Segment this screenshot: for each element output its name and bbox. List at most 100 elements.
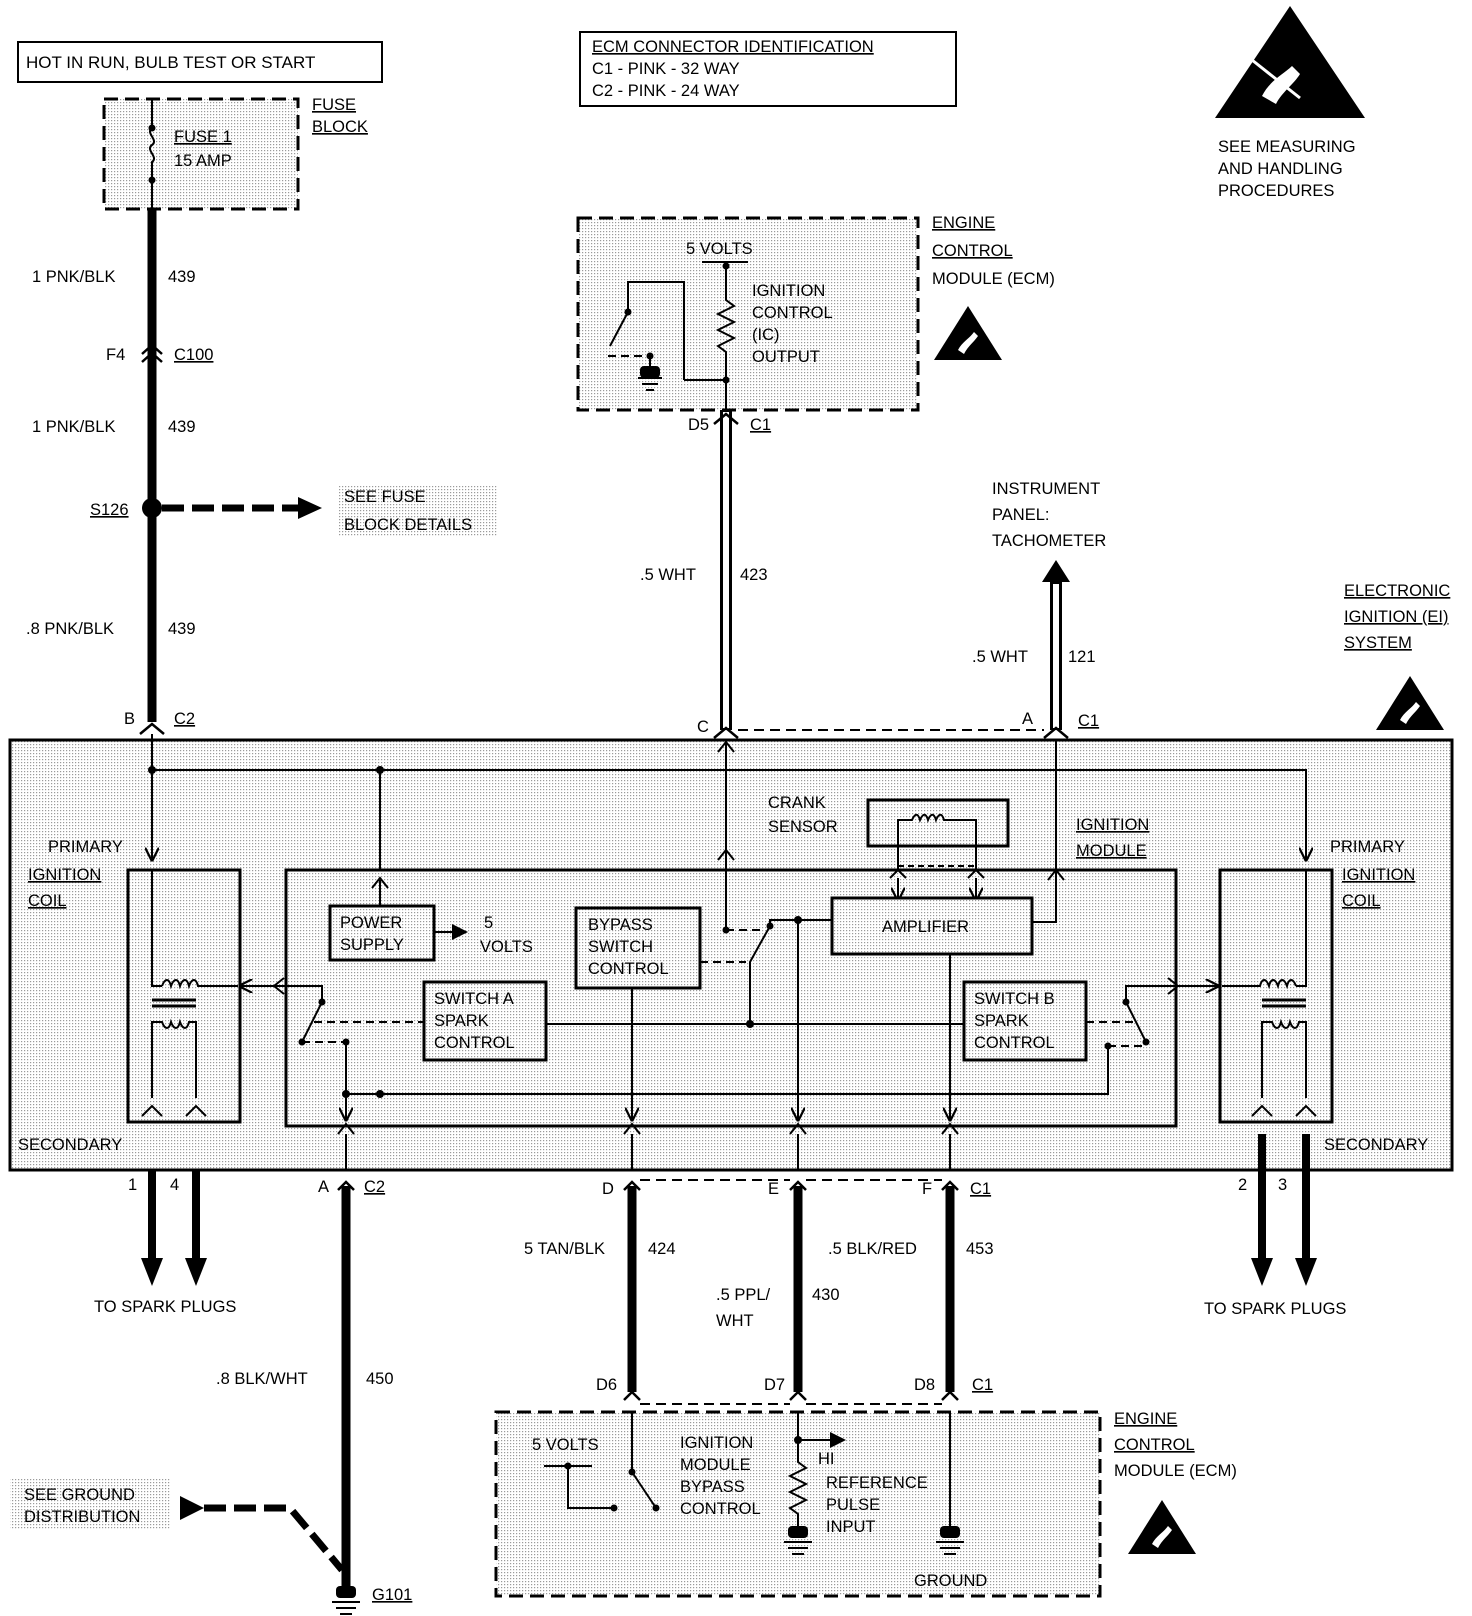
wire-423-number: 423 — [740, 566, 768, 584]
five-volts-2: VOLTS — [480, 938, 533, 956]
splice-ref-1: SEE FUSE — [344, 488, 426, 506]
crank-sensor-box — [866, 798, 1010, 848]
ei-label-1: ELECTRONIC — [1344, 582, 1450, 600]
switch-b-box — [962, 980, 1088, 1062]
splice-label: S126 — [90, 501, 129, 519]
ecm-top-pin-d5: D5 — [688, 416, 709, 434]
ecm-bypass-2: MODULE — [680, 1456, 751, 1474]
module-pin-c: C — [697, 718, 709, 736]
splice-arrow — [298, 497, 322, 519]
pin-d: D — [602, 1180, 614, 1198]
ei-label-2: IGNITION (EI) — [1344, 608, 1449, 626]
wire2-number: 439 — [168, 418, 196, 436]
fuse-block-label-1: FUSE — [312, 96, 356, 114]
ei-label-3: SYSTEM — [1344, 634, 1412, 652]
amplifier-label: AMPLIFIER — [882, 918, 969, 936]
conn-c2-top: C2 — [174, 710, 195, 728]
ecm-top-output-2: CONTROL — [752, 304, 833, 322]
ecm-id-title: ECM CONNECTOR IDENTIFICATION — [592, 38, 874, 56]
hot-label-box — [17, 41, 383, 83]
connector-pin-f4: F4 — [106, 346, 125, 364]
ground-g101-icon — [332, 1586, 360, 1615]
ecm-top-conn-c1: C1 — [750, 416, 771, 434]
ecm-ground: GROUND — [914, 1572, 987, 1590]
pin-f: F — [922, 1180, 932, 1198]
esd-icon-ecm-top — [934, 306, 1002, 360]
tach-conn-c1: C1 — [1078, 712, 1099, 730]
tach-label-1: INSTRUMENT — [992, 480, 1100, 498]
bypass-switch — [749, 925, 771, 1024]
crank-sensor-label-1: CRANK — [768, 794, 826, 812]
ecm-top-box — [576, 216, 920, 412]
coil-right-label-1: PRIMARY — [1330, 838, 1405, 856]
ecm-ground-icon — [936, 1526, 964, 1555]
ecm-bypass-1: IGNITION — [680, 1434, 753, 1452]
ecm-bypass-4: CONTROL — [680, 1500, 761, 1518]
ecm-bypass-3: BYPASS — [680, 1478, 745, 1496]
wire-453-gauge: .5 BLK/RED — [828, 1240, 917, 1258]
wire3-number: 439 — [168, 620, 196, 638]
wire-450-gauge: .8 BLK/WHT — [216, 1370, 308, 1388]
amplifier-box — [830, 896, 1034, 956]
crank-sensor-label-2: SENSOR — [768, 818, 838, 836]
bypass-label-1: BYPASS — [588, 916, 653, 934]
esd-note-1: SEE MEASURING — [1218, 138, 1356, 156]
ground-ref-branch — [204, 1504, 345, 1573]
ecm-pin-d8: D8 — [914, 1376, 935, 1394]
pin-b: B — [124, 710, 135, 728]
ecm-top-output-4: OUTPUT — [752, 348, 820, 366]
wire-430-gauge-1: .5 PPL/ — [716, 1286, 771, 1304]
ecm-bottom-conn-c1: C1 — [972, 1376, 993, 1394]
ecm-id-c1: C1 - PINK - 32 WAY — [592, 60, 740, 78]
switch-a-label-3: CONTROL — [434, 1034, 515, 1052]
ecm-top-output-3: (IC) — [752, 326, 780, 344]
wire-121-number: 121 — [1068, 648, 1096, 666]
ignition-module-label-1: IGNITION — [1076, 816, 1149, 834]
ecm-top-label-1: ENGINE — [932, 214, 995, 232]
coil-left-label-1: PRIMARY — [48, 838, 123, 856]
coil-right-label-3: COIL — [1342, 892, 1381, 910]
wire-424-number: 424 — [648, 1240, 676, 1258]
five-volts-1: 5 — [484, 914, 493, 932]
pin-1: 1 — [128, 1176, 137, 1194]
bypass-label-2: SWITCH — [588, 938, 653, 956]
bypass-label-3: CONTROL — [588, 960, 669, 978]
esd-icon-ei — [1376, 676, 1444, 730]
ground-ref-2: DISTRIBUTION — [24, 1508, 140, 1526]
spark-plugs-right: TO SPARK PLUGS — [1204, 1300, 1346, 1318]
wire3-gauge-color: .8 PNK/BLK — [26, 620, 114, 638]
coil-left-label-3: COIL — [28, 892, 67, 910]
tach-pin-a: A — [1022, 710, 1033, 728]
secondary-left: SECONDARY — [18, 1136, 122, 1154]
switch-b-label-3: CONTROL — [974, 1034, 1055, 1052]
wire-423-gauge: .5 WHT — [640, 566, 696, 584]
ground-pin-a: A — [318, 1178, 329, 1196]
ecm-top-label-3: MODULE (ECM) — [932, 270, 1055, 288]
pin-2: 2 — [1238, 1176, 1247, 1194]
ecm-ref-1: REFERENCE — [826, 1474, 928, 1492]
wire-430-gauge-2: WHT — [716, 1312, 754, 1330]
switch-a-label-1: SWITCH A — [434, 990, 514, 1008]
ecm-bottom-bypass-switch — [567, 1466, 614, 1509]
fuse-block-label-2: BLOCK — [312, 118, 368, 136]
splice-ref-2: BLOCK DETAILS — [344, 516, 472, 534]
ecm-bottom-label-3: MODULE (ECM) — [1114, 1462, 1237, 1480]
fuse-name: FUSE 1 — [174, 128, 232, 146]
wire1-gauge-color: 1 PNK/BLK — [32, 268, 115, 286]
wire-450-number: 450 — [366, 1370, 394, 1388]
fuse-rating: 15 AMP — [174, 152, 232, 170]
ecm-bottom-label-1: ENGINE — [1114, 1410, 1177, 1428]
ecm-hi: HI — [818, 1450, 835, 1468]
spark-plugs-left: TO SPARK PLUGS — [94, 1298, 236, 1316]
ecm-id-box — [579, 31, 957, 107]
splice-s126 — [142, 498, 162, 518]
switch-a-box — [422, 980, 548, 1062]
coil-right-winding — [1222, 979, 1297, 990]
wire-121 — [1042, 560, 1070, 730]
wire-121-gauge: .5 WHT — [972, 648, 1028, 666]
wire-424-gauge: 5 TAN/BLK — [524, 1240, 605, 1258]
secondary-right: SECONDARY — [1324, 1136, 1428, 1154]
primary-coil-left — [126, 868, 242, 1124]
wire-430-number: 430 — [812, 1286, 840, 1304]
tach-label-2: PANEL: — [992, 506, 1049, 524]
